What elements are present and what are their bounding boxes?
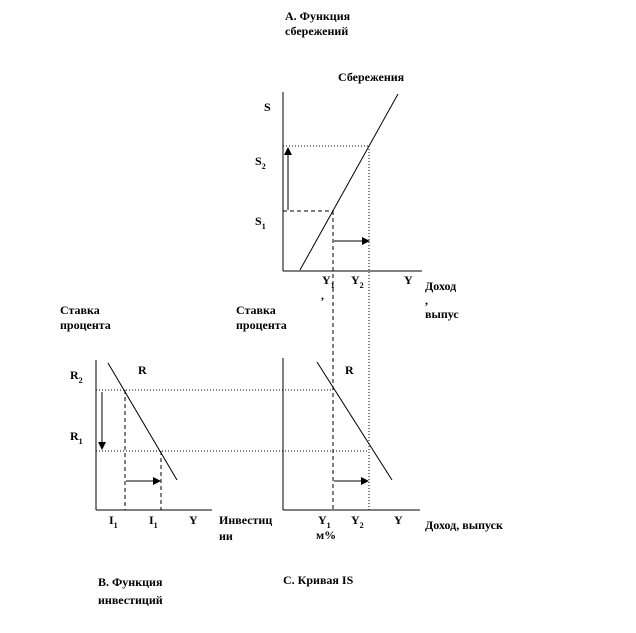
- r1-label-b: R1: [70, 429, 83, 446]
- panel-b-x-label-line1: Инвестиц: [219, 513, 272, 527]
- investment-curve: [107, 362, 178, 481]
- y-end-label-c: Y: [394, 513, 403, 527]
- panel-b-caption-line2: инвестиций: [98, 593, 163, 607]
- panel-c-y-label-line2: процента: [236, 318, 287, 332]
- panel-b-y-label-line2: процента: [60, 318, 111, 332]
- y-end-label-b: Y: [189, 513, 198, 527]
- savings-curve-label: Сбережения: [338, 70, 405, 84]
- i1-label-right: I1: [149, 513, 158, 530]
- investment-curve-label: R: [138, 363, 147, 377]
- panel-a-x-label-line2: выпус: [425, 307, 459, 321]
- is-curve: [316, 361, 393, 481]
- y1-label-a: Y1: [322, 273, 335, 290]
- panel-c-x-label: Доход, выпуск: [425, 518, 503, 532]
- is-curve-label: R: [345, 363, 354, 377]
- panel-a-x-label-comma: ,: [425, 293, 428, 307]
- panel-a-savings: А. Функция сбережений Сбережения S S2 S1…: [255, 9, 459, 321]
- savings-curve: [299, 93, 399, 271]
- panel-c-y-label-line1: Ставка: [236, 303, 276, 317]
- y-end-label-a: Y: [404, 273, 413, 287]
- panel-a-x-label-line1: Доход: [425, 279, 456, 293]
- i1-label-left: I1: [109, 513, 118, 530]
- panel-a-title-line2: сбережений: [285, 24, 348, 38]
- panel-b-caption-line1: В. Функция: [98, 575, 163, 589]
- panel-b-y-label-line1: Ставка: [60, 303, 100, 317]
- panel-c-caption: С. Кривая IS: [283, 573, 354, 587]
- y2-label-a: Y2: [351, 273, 364, 290]
- s2-label: S2: [255, 154, 266, 171]
- s-axis-label: S: [264, 100, 271, 114]
- y2-label-c: Y2: [351, 513, 364, 530]
- r2-label-b: R2: [70, 368, 83, 385]
- panel-b-investment: Ставка процента R R2 R1 I1 I1 Y Инвестиц…: [60, 303, 272, 607]
- y1-extra-c: м%: [316, 528, 336, 542]
- panel-a-title-line1: А. Функция: [285, 9, 351, 23]
- panel-b-x-label-line2: ии: [219, 529, 233, 543]
- panel-c-is-curve: Ставка процента R Y1 м% Y2 Y Доход, выпу…: [236, 303, 503, 587]
- y1-label-c: Y1: [318, 513, 331, 530]
- s1-label: S1: [255, 214, 266, 231]
- y1-comma-a: ,: [321, 288, 324, 302]
